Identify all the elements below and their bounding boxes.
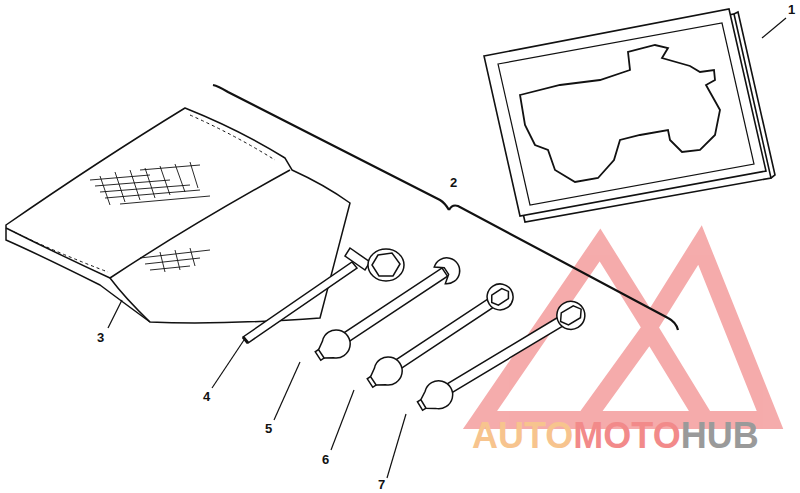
watermark-logo [480,245,770,420]
leader-lines [108,18,786,478]
tool-bag [6,108,350,323]
watermark-text: MOTO [573,418,680,454]
callout-number: 6 [322,453,329,466]
callout-number: 7 [378,478,385,491]
callout-number: 5 [265,422,272,435]
watermark-text: HUB [681,418,759,454]
callout-number: 3 [97,331,104,344]
watermark-text: AUTO [472,418,573,454]
open-end-wrench [310,252,465,368]
owners-manual [484,9,775,222]
combination-wrench [362,278,518,395]
box-wrench [243,248,404,343]
callout-number: 1 [788,3,795,16]
combination-wrench [413,296,590,418]
callout-number: 2 [450,176,457,189]
callout-number: 4 [203,390,210,403]
